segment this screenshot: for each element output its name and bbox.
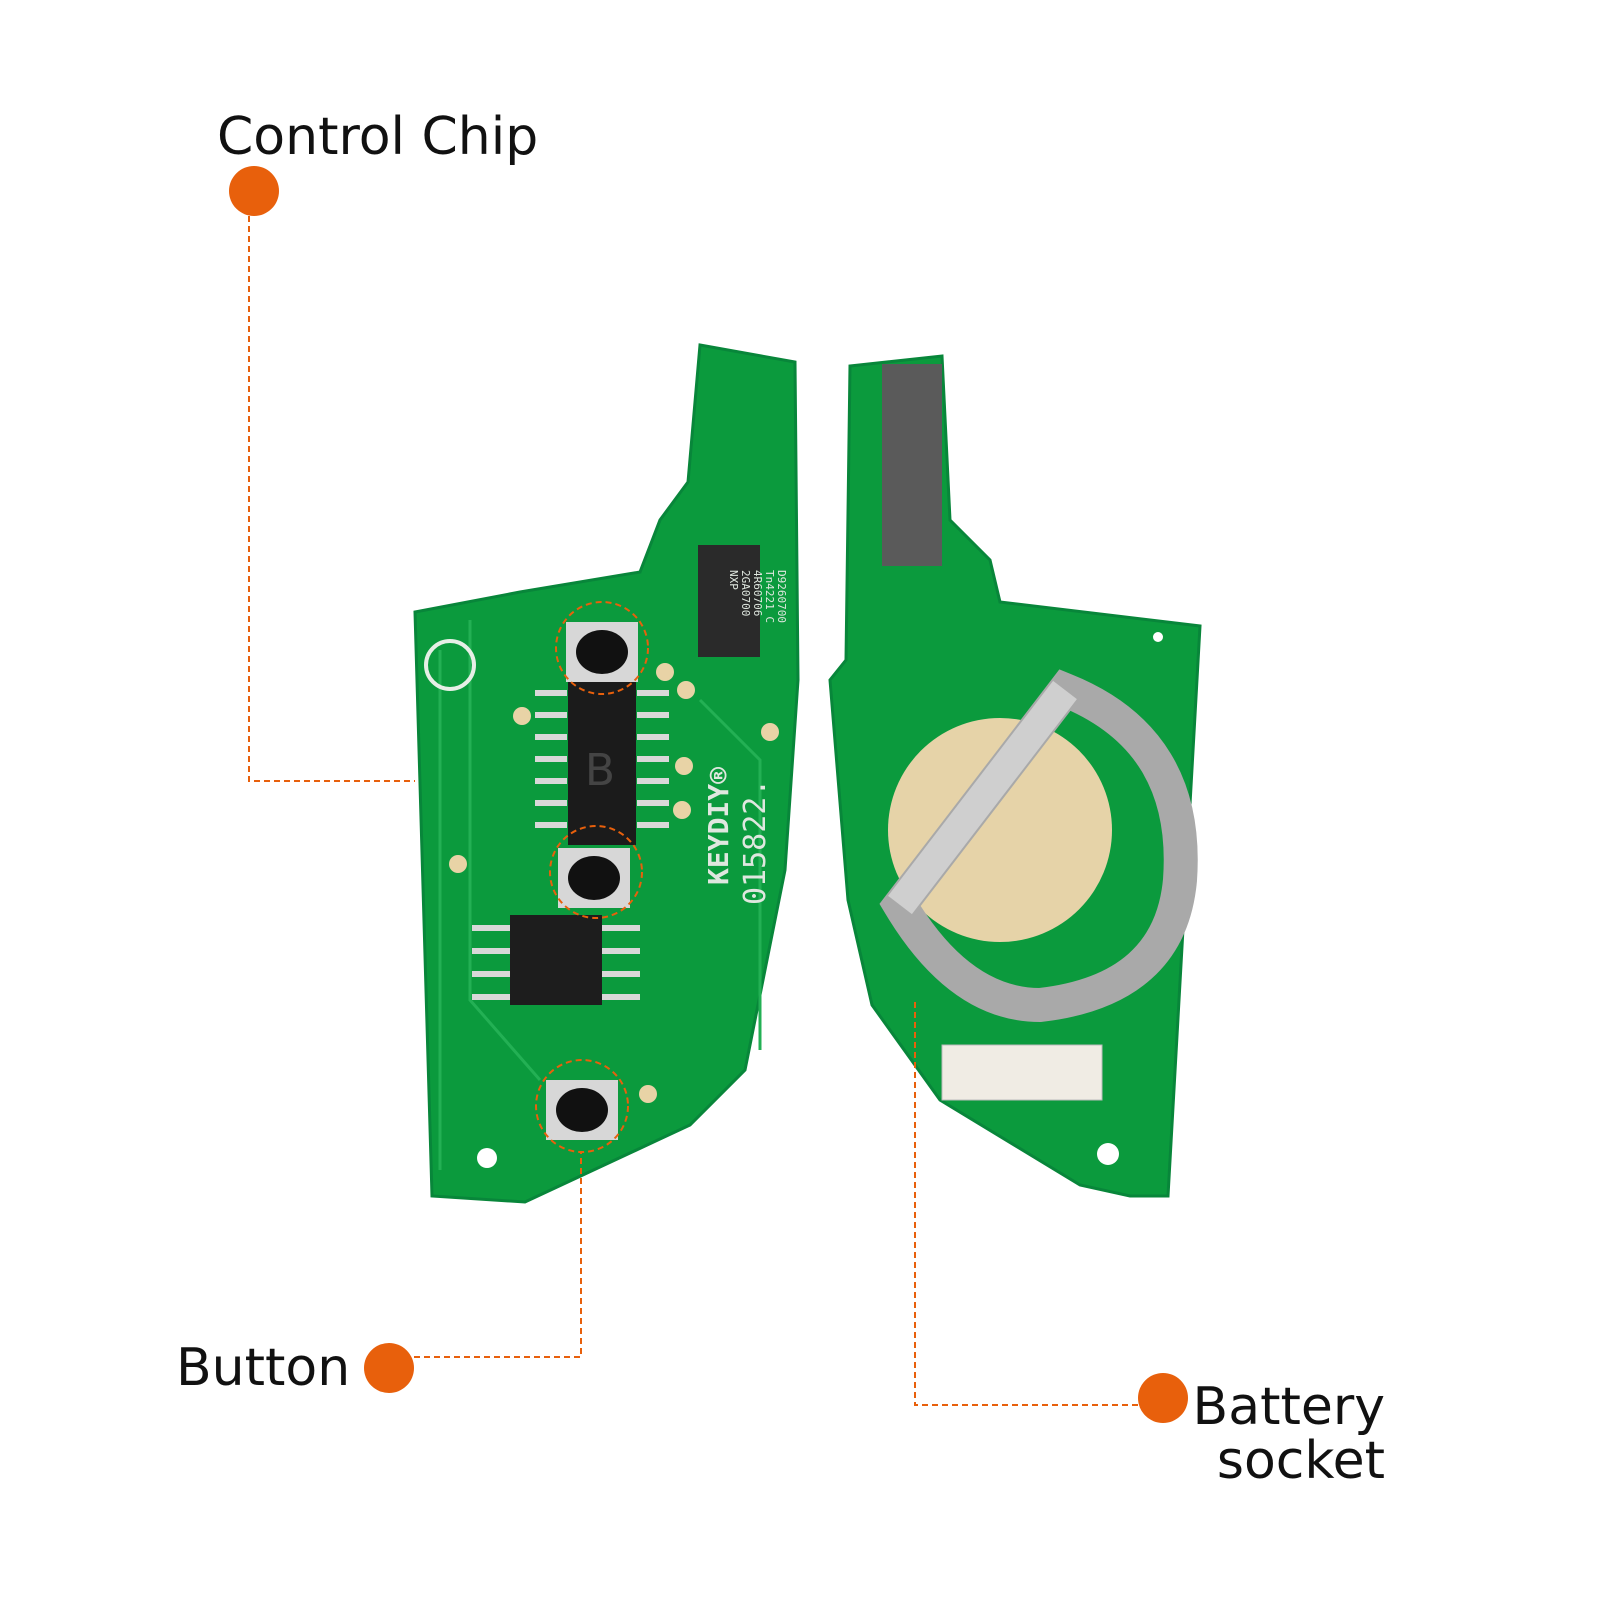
chip-text: D9260700 xyxy=(775,570,788,623)
marker-dot xyxy=(364,1343,414,1393)
chip-text: Tn4221 C xyxy=(763,570,776,623)
pcb-back xyxy=(828,354,1202,1198)
label-control-chip: Control Chip xyxy=(217,107,538,167)
marker-dot xyxy=(229,166,279,216)
battery-clip xyxy=(879,669,1198,1023)
pcb-front: NXP 2GA0700 4R60706 Tn4221 C D9260700 B … xyxy=(413,343,800,1204)
chip-text: 2GA0700 xyxy=(739,570,752,616)
annotation-control-chip: Control Chip xyxy=(217,107,538,782)
serial-silkscreen: 015822. xyxy=(738,779,773,905)
control-chip xyxy=(568,680,636,845)
brand-silkscreen: KEYDIY® xyxy=(702,767,735,885)
secondary-chip xyxy=(510,915,602,1005)
label-button: Button xyxy=(176,1338,350,1398)
logo-icon xyxy=(424,639,476,691)
push-buttons xyxy=(546,622,638,1140)
chip-text: NXP xyxy=(727,570,740,590)
annotation-battery-socket: Battery socket xyxy=(914,1000,1385,1491)
chip-text: 4R60706 xyxy=(751,570,764,616)
antenna-block xyxy=(882,364,942,566)
marker-dot xyxy=(1138,1373,1188,1423)
annotation-button: Button xyxy=(176,1152,582,1398)
chip-letter: B xyxy=(585,745,615,796)
label-socket: socket xyxy=(1217,1431,1385,1491)
nxp-chip xyxy=(698,545,760,657)
label-battery: Battery xyxy=(1193,1377,1385,1437)
battery-contact-pad xyxy=(888,718,1112,942)
connector xyxy=(941,1044,1103,1101)
